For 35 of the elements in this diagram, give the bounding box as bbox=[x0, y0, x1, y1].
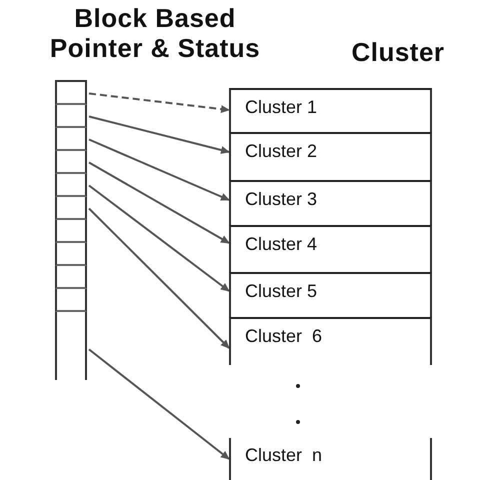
pointer-cell bbox=[55, 105, 87, 128]
column-heading: Block Based Pointer & Status bbox=[48, 4, 262, 64]
pointer-cell bbox=[55, 174, 87, 197]
pointer-cell bbox=[55, 128, 87, 151]
column-heading: Cluster bbox=[350, 38, 446, 68]
cluster-label: Cluster 2 bbox=[245, 141, 318, 161]
cluster-label: Cluster 1 bbox=[245, 97, 318, 117]
cluster-box bbox=[229, 438, 432, 480]
cluster-box bbox=[229, 225, 432, 272]
arrow bbox=[88, 138, 230, 201]
arrow bbox=[88, 208, 230, 349]
pointer-cell bbox=[55, 197, 87, 220]
pointer-cell bbox=[55, 266, 87, 289]
cluster-label: Cluster 6 bbox=[245, 326, 322, 346]
cluster-label: Cluster 4 bbox=[245, 234, 318, 254]
arrow bbox=[88, 116, 230, 154]
pointer-cell bbox=[55, 243, 87, 266]
cluster-label: Cluster 3 bbox=[245, 189, 318, 209]
pointer-cell bbox=[55, 220, 87, 243]
pointer-table bbox=[55, 80, 87, 380]
pointer-cell bbox=[55, 82, 87, 105]
pointer-cell bbox=[55, 312, 87, 380]
arrow bbox=[88, 348, 230, 460]
cluster-box bbox=[229, 88, 432, 132]
arrow bbox=[88, 162, 230, 244]
cluster-box bbox=[229, 132, 432, 180]
pointer-cell bbox=[55, 151, 87, 174]
cluster-label: Cluster 5 bbox=[245, 281, 318, 301]
cluster-box bbox=[229, 180, 432, 225]
cluster-label: Cluster n bbox=[245, 445, 322, 465]
pointer-cell bbox=[55, 289, 87, 312]
arrow bbox=[88, 92, 230, 114]
cluster-box bbox=[229, 317, 432, 365]
arrow bbox=[88, 184, 230, 292]
cluster-box bbox=[229, 272, 432, 317]
